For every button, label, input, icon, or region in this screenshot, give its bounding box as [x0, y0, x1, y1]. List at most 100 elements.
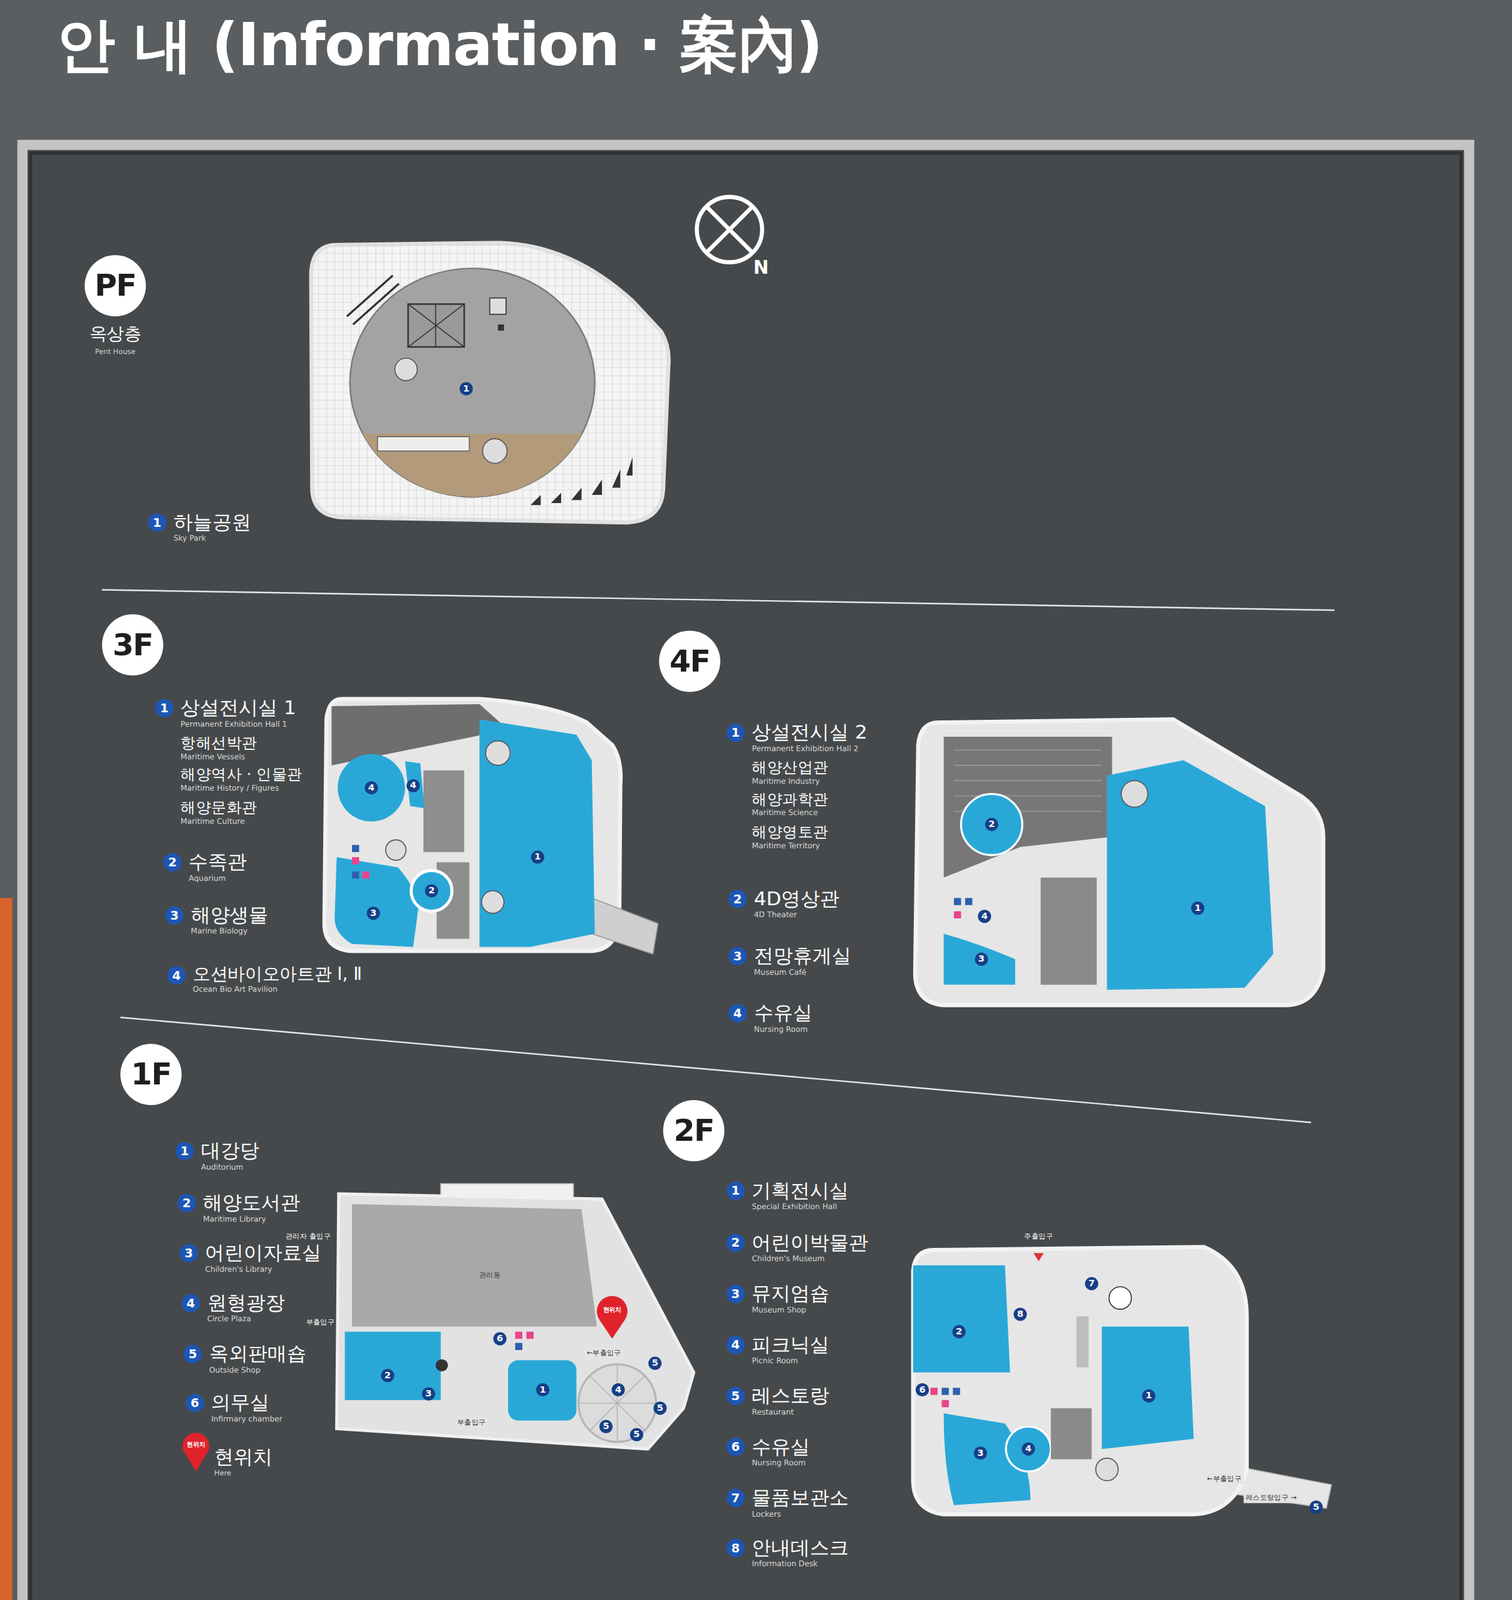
board-frame	[22, 144, 1470, 1600]
4f-plan	[953, 764, 1102, 767]
2f-plan	[1095, 1458, 1119, 1481]
location-pin	[185, 1453, 207, 1472]
room-name-en: Children's Museum	[751, 1253, 869, 1264]
legend-item: 4 피크닉실Picnic Room	[726, 1332, 830, 1366]
1f-plan	[589, 1375, 645, 1431]
callout-number: 4	[181, 1293, 200, 1312]
item-text: 전망휴게실Museum Café	[754, 943, 852, 978]
map-number: 6	[915, 1382, 929, 1397]
map-number: 6	[493, 1332, 507, 1346]
1f-plan	[515, 1331, 534, 1339]
sub-room-name: 해양문화관	[180, 797, 302, 817]
room-name: 수족관	[188, 849, 247, 874]
sub-room-name: 항해선박관	[180, 732, 302, 751]
room-name-en: Maritime Library	[202, 1213, 301, 1224]
pf-plan	[311, 243, 669, 523]
legend-item: 3 전망휴게실Museum Café	[728, 943, 851, 978]
map-label: 현위치	[214, 1444, 273, 1468]
2f-plan	[952, 1387, 960, 1395]
item-text: 피크닉실Picnic Room	[751, 1332, 830, 1366]
sub-room-name: 해양역사 · 인물관	[180, 765, 302, 784]
item-text: 상설전시실 2Permanent Exhibition Hall 2해양산업관M…	[751, 720, 867, 851]
item-text: 어린이자료실Children's Library	[204, 1240, 322, 1274]
pin-text: 현위치	[186, 1439, 205, 1450]
3f-plan	[485, 740, 510, 766]
1f-plan	[345, 1331, 441, 1400]
2f-plan	[1033, 1252, 1044, 1261]
board-frame	[30, 152, 1462, 1600]
4f-plan	[953, 897, 961, 905]
1f-plan	[435, 1359, 449, 1372]
3f-plan	[481, 890, 505, 914]
3f-plan	[405, 761, 425, 808]
compass	[697, 196, 763, 262]
legend-item: 6의무실Infirmary chamber	[185, 1390, 282, 1424]
2f-plan	[913, 1246, 1332, 1514]
legend-item: 2 해양도서관Maritime Library	[177, 1190, 300, 1224]
room-name-en: Maritime History / Figures	[180, 783, 302, 794]
map-label: 관리동	[479, 1270, 501, 1281]
room-name: 상설전시실 2	[751, 720, 867, 744]
map-label: 레스토랑입구 →	[1243, 1492, 1300, 1503]
room-name-en: Maritime Culture	[180, 816, 302, 827]
legend-item: 1 기획전시실Special Exhibition Hall	[726, 1178, 849, 1212]
floor-number: 1F	[120, 1043, 182, 1105]
callout-number: 1	[726, 1181, 745, 1200]
pf-plan	[497, 324, 505, 331]
callout-number: 2	[726, 1233, 745, 1252]
map-number: 3	[973, 1446, 988, 1460]
room-name-en: Lockers	[751, 1508, 849, 1519]
callout-number: 4	[167, 966, 186, 985]
4f-plan	[915, 719, 1324, 1005]
4f-plan	[1040, 877, 1097, 985]
legend-item: 4원형광장Circle Plaza	[181, 1290, 285, 1325]
item-text: 물품보관소Lockers	[751, 1485, 849, 1519]
pf-plan	[489, 298, 507, 315]
pf-plan	[311, 243, 669, 523]
room-name: 옥외판매숍	[209, 1341, 307, 1365]
pf-plan	[408, 303, 465, 347]
room-name: 전망휴게실	[754, 943, 852, 968]
pf-plan	[394, 358, 418, 381]
item-text: 해양도서관Maritime Library	[202, 1190, 301, 1224]
1f-plan	[515, 1331, 523, 1339]
callout-number: 4	[726, 1335, 745, 1354]
4f-plan	[960, 793, 1023, 855]
pf-plan	[408, 303, 465, 347]
room-name: 하늘공원	[173, 509, 252, 534]
map-number: 5	[599, 1419, 613, 1434]
callout-number: 3	[728, 947, 747, 966]
callout-number: 1	[726, 723, 745, 742]
pf-plan	[551, 492, 562, 503]
room-name: 피크닉실	[751, 1332, 830, 1356]
map-number: 3	[422, 1386, 436, 1400]
callout-number: 2	[177, 1193, 196, 1212]
map-label: 주출입구	[1024, 1231, 1053, 1242]
floor-badge: 1F	[89, 1043, 212, 1105]
pf-plan	[408, 303, 465, 347]
map-number: 2	[985, 818, 999, 832]
map-number: 2	[380, 1368, 394, 1382]
room-name-en: Maritime Industry	[751, 776, 867, 787]
room-name-en: Picnic Room	[751, 1355, 830, 1366]
legend-item: 5레스토랑Restaurant	[726, 1383, 830, 1417]
room-name-en: Children's Library	[204, 1263, 322, 1274]
map-number: 3	[367, 906, 381, 920]
4f-plan	[953, 897, 973, 905]
room-name-en: Aquarium	[188, 873, 247, 884]
2f-plan	[913, 1246, 1248, 1514]
map-label: 부출입구	[454, 1417, 488, 1428]
map-label: 부출입구	[306, 1317, 336, 1328]
map-label: Here	[214, 1469, 232, 1478]
3f-plan	[362, 871, 369, 879]
map-number: 7	[1084, 1277, 1098, 1291]
pf-plan	[311, 243, 669, 523]
room-name: 해양도서관	[202, 1190, 301, 1214]
item-text: 기획전시실Special Exhibition Hall	[751, 1178, 849, 1212]
1f-plan	[515, 1342, 523, 1350]
room-name: 상설전시실 1	[180, 695, 302, 720]
4f-plan	[953, 779, 1102, 782]
pf-plan	[530, 494, 541, 505]
1f-plan	[336, 1183, 694, 1450]
